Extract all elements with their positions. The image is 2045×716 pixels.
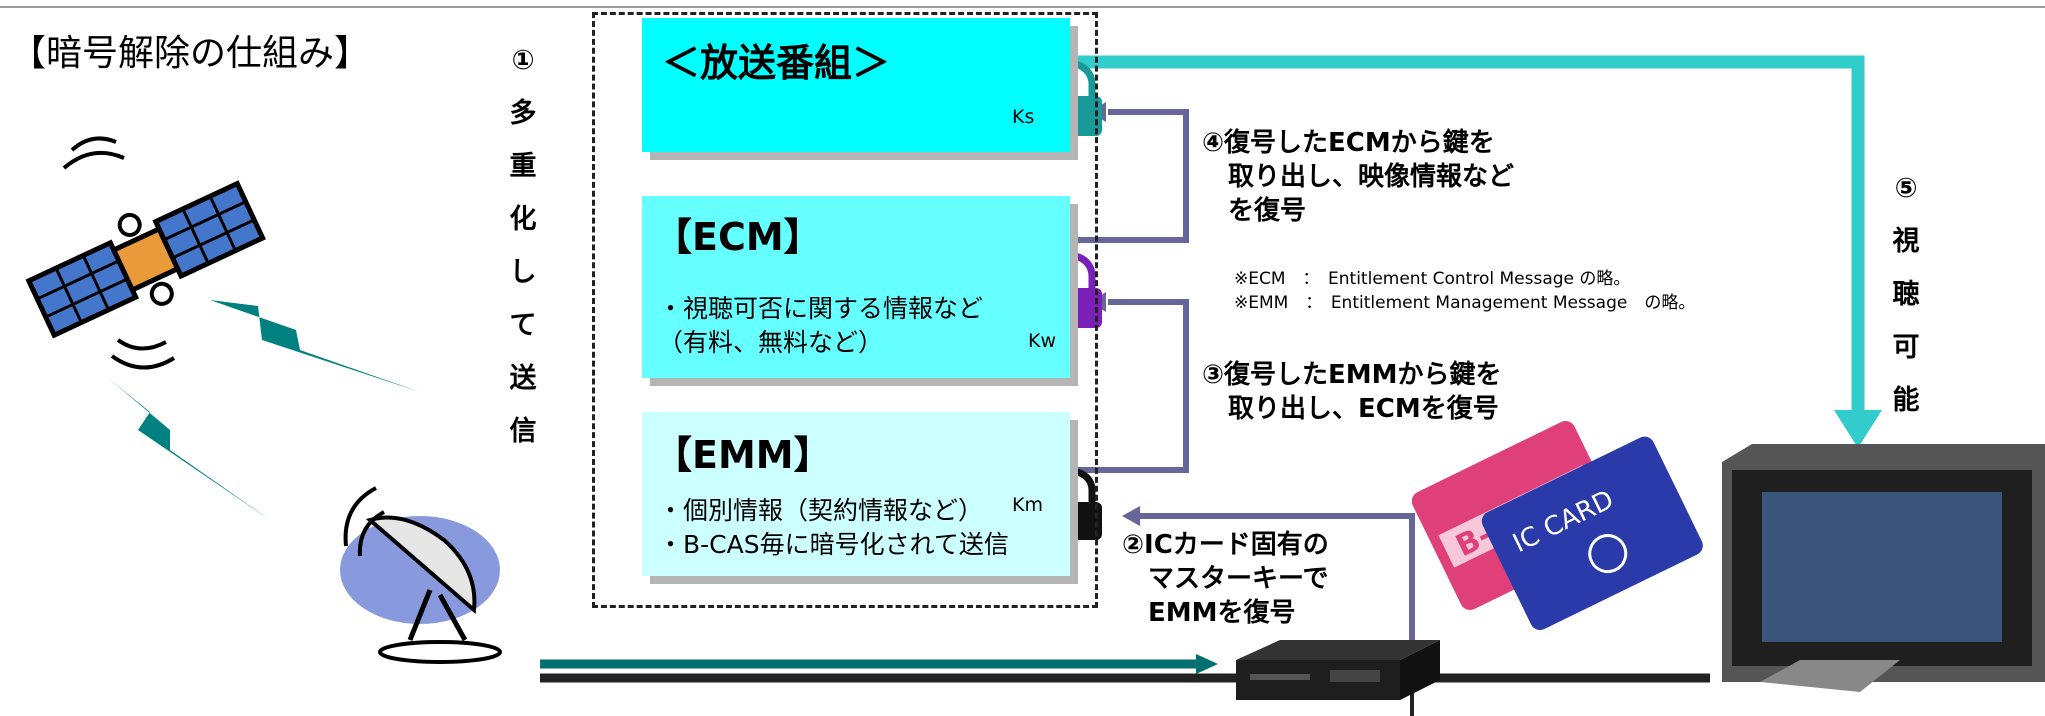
multiplex-label-char: 重 <box>509 151 537 182</box>
multiplex-frame <box>592 12 1098 608</box>
emm-box-title: 【EMM】 <box>654 433 832 477</box>
program-box-title: ＜放送番組＞ <box>662 41 891 85</box>
ecm-box-title: 【ECM】 <box>654 215 822 259</box>
satellite-signal-waves <box>62 136 176 370</box>
receiver-device-illustration <box>1236 640 1440 700</box>
multiplex-label-char: 送 <box>509 363 537 394</box>
lightning-bolt-lower <box>108 378 270 520</box>
kw-key-label: Kw <box>1028 330 1056 352</box>
dish-to-receiver-signal-arrow <box>540 654 1710 716</box>
ecm-box: 【ECM】 ・視聴可否に関する情報など （有料、無料など） Kw <box>642 196 1070 378</box>
multiplex-label-char: て <box>509 310 537 341</box>
program-box: ＜放送番組＞ Ks <box>642 18 1070 152</box>
multiplex-label-char: し <box>509 257 537 288</box>
ks-key-label: Ks <box>1012 106 1035 128</box>
viewable-label-char: 可 <box>1892 332 1920 363</box>
step4-caption: ④復号したECMから鍵を 取り出し、映像情報など を復号 <box>1202 128 1515 226</box>
viewable-label: ⑤ 視 聴 可 能 <box>1886 162 1926 427</box>
ecm-footnote: ※ECM ： Entitlement Control Message の略。 <box>1234 269 1631 289</box>
multiplex-label: ① 多 重 化 し て 送 信 <box>503 34 543 458</box>
step2-caption: ②ICカード固有の マスターキーで EMMを復号 <box>1122 530 1329 628</box>
program-to-tv-arrow <box>1072 55 1882 448</box>
page-title: 【暗号解除の仕組み】 <box>10 33 371 74</box>
ecm-box-description: ・視聴可否に関する情報など （有料、無料など） <box>658 294 984 357</box>
viewable-label-char: 能 <box>1892 385 1920 416</box>
emm-box: 【EMM】 ・個別情報（契約情報など） ・B-CAS毎に暗号化されて送信 Km <box>642 412 1070 576</box>
satellite-illustration <box>25 180 266 339</box>
multiplex-label-char: 化 <box>509 204 537 235</box>
multiplex-label-char: ① <box>511 45 535 76</box>
multiplex-label-char: 信 <box>509 416 537 447</box>
multiplex-label-char: 多 <box>509 98 537 129</box>
step3-caption: ③復号したEMMから鍵を 取り出し、ECMを復号 <box>1202 360 1502 424</box>
viewable-label-char: 視 <box>1892 226 1920 257</box>
top-divider <box>0 6 2045 8</box>
ic-card-illustration: IC CARD <box>1481 436 1703 631</box>
emm-box-description: ・個別情報（契約情報など） ・B-CAS毎に暗号化されて送信 <box>658 496 1009 559</box>
viewable-label-char: ⑤ <box>1894 173 1918 204</box>
viewable-label-char: 聴 <box>1892 279 1920 310</box>
emm-footnote: ※EMM ： Entitlement Management Message の略… <box>1234 293 1696 313</box>
lightning-bolt-upper <box>210 300 420 392</box>
receiver-to-km-lock-line <box>1122 506 1415 648</box>
television-illustration <box>1722 444 2045 692</box>
km-key-label: Km <box>1012 494 1043 516</box>
satellite-dish-illustration <box>340 486 502 664</box>
